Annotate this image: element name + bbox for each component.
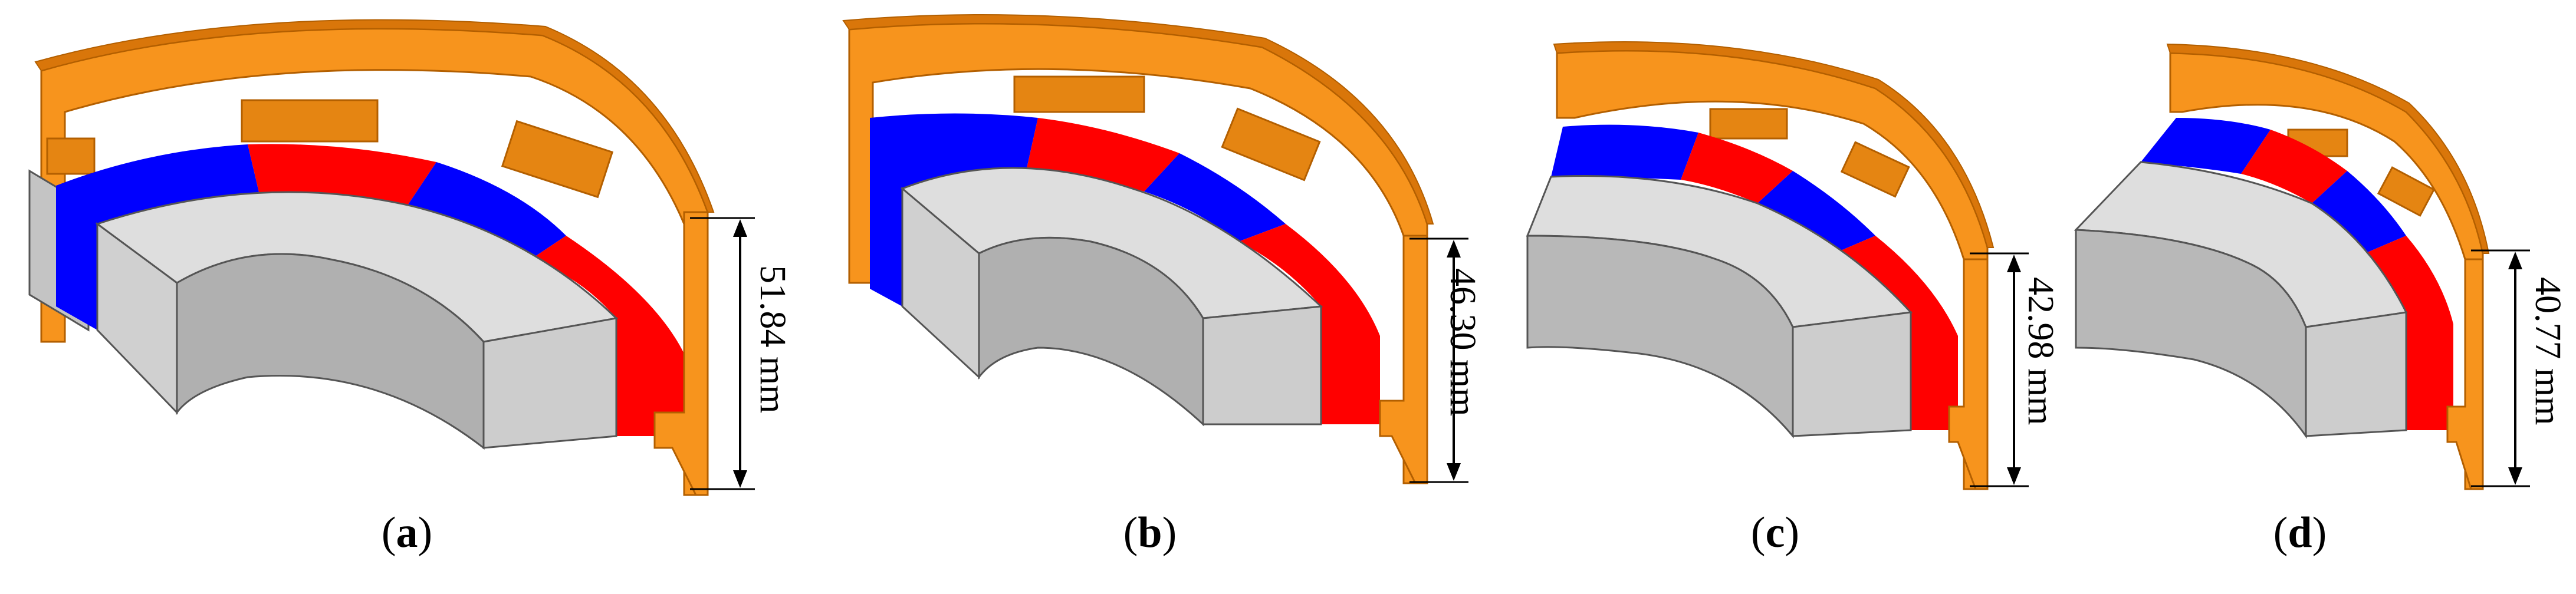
- magnet-segment-blue: [870, 113, 1038, 306]
- dimension-label: 40.77 mm: [2528, 277, 2568, 425]
- magnet-segment-blue: [407, 162, 566, 259]
- core-front: [2305, 311, 2407, 437]
- housing-slot: [241, 99, 379, 143]
- magnet-segment-red: [2365, 236, 2453, 430]
- panel-caption: (a): [381, 509, 433, 557]
- magnet-segment-red: [248, 144, 436, 206]
- panel-c: 42.98 mm (c): [1486, 0, 2064, 594]
- housing-rim: [2166, 43, 2490, 254]
- housing-slot: [2377, 166, 2436, 217]
- dimension-label: 51.84 mm: [753, 265, 793, 414]
- housing-slot: [1840, 141, 1910, 198]
- housing-rim: [842, 14, 1434, 225]
- magnet-segment-red: [2241, 130, 2347, 203]
- housing-slot: [1013, 75, 1145, 113]
- magnet-segment-blue: [56, 144, 259, 330]
- dimension-arrow: [733, 470, 747, 488]
- dimension-arrow: [1447, 240, 1461, 258]
- panel-caption: (c): [1750, 509, 1800, 557]
- dimension-arrow: [2508, 467, 2522, 485]
- panel-a: 51.84 mm (a): [0, 0, 793, 594]
- housing-slot: [1709, 108, 1788, 140]
- housing-slot: [501, 120, 614, 199]
- housing-bracket: [1948, 258, 1989, 490]
- housing-rim: [1553, 41, 1995, 248]
- magnet-segment-red: [1681, 133, 1793, 203]
- magnet-segment-red: [531, 236, 684, 436]
- magnet-segment-blue: [1144, 153, 1286, 242]
- dimension-arrow: [1447, 463, 1461, 481]
- motor-section-model-d: [2074, 43, 2530, 490]
- core-front: [482, 317, 617, 449]
- panel-d: 40.77 mm (d): [2064, 0, 2576, 594]
- core-front: [901, 186, 980, 380]
- housing-bracket: [1379, 235, 1428, 484]
- panel-label: c: [1765, 509, 1785, 557]
- magnet-segment-red: [1834, 236, 1958, 430]
- magnet-segment-red: [1238, 224, 1380, 424]
- magnet-segment-blue: [2312, 171, 2406, 253]
- motor-section-model-c: [1526, 41, 2029, 490]
- dimension-label: 46.30 mm: [1443, 268, 1483, 417]
- panel-label: d: [2288, 509, 2312, 557]
- dimension-arrow: [2007, 467, 2021, 485]
- magnet-segment-blue: [2141, 118, 2271, 174]
- dimension-arrow: [733, 219, 747, 237]
- housing-slot: [1221, 107, 1321, 182]
- panel-label: b: [1138, 509, 1162, 557]
- core-front: [1202, 305, 1322, 425]
- dimension-label: 42.98 mm: [2020, 277, 2061, 425]
- motor-section-model-a: [28, 19, 755, 496]
- dimension-arrow: [2007, 255, 2021, 272]
- panel-caption: (d): [2273, 509, 2327, 557]
- panel-label: a: [396, 509, 418, 557]
- housing-rim: [34, 19, 715, 213]
- dimension-arrow: [2508, 252, 2522, 269]
- housing-bracket: [653, 211, 709, 496]
- core-front: [96, 222, 178, 415]
- housing-slot: [46, 137, 96, 175]
- panel-caption: (b): [1123, 509, 1177, 557]
- magnet-segment-blue: [1757, 171, 1875, 253]
- motor-section-model-b: [842, 14, 1468, 484]
- housing-bracket: [2446, 258, 2484, 490]
- core-front: [1792, 311, 1912, 437]
- magnet-segment-blue: [1551, 124, 1698, 180]
- panel-b: 46.30 mm (b): [814, 0, 1486, 594]
